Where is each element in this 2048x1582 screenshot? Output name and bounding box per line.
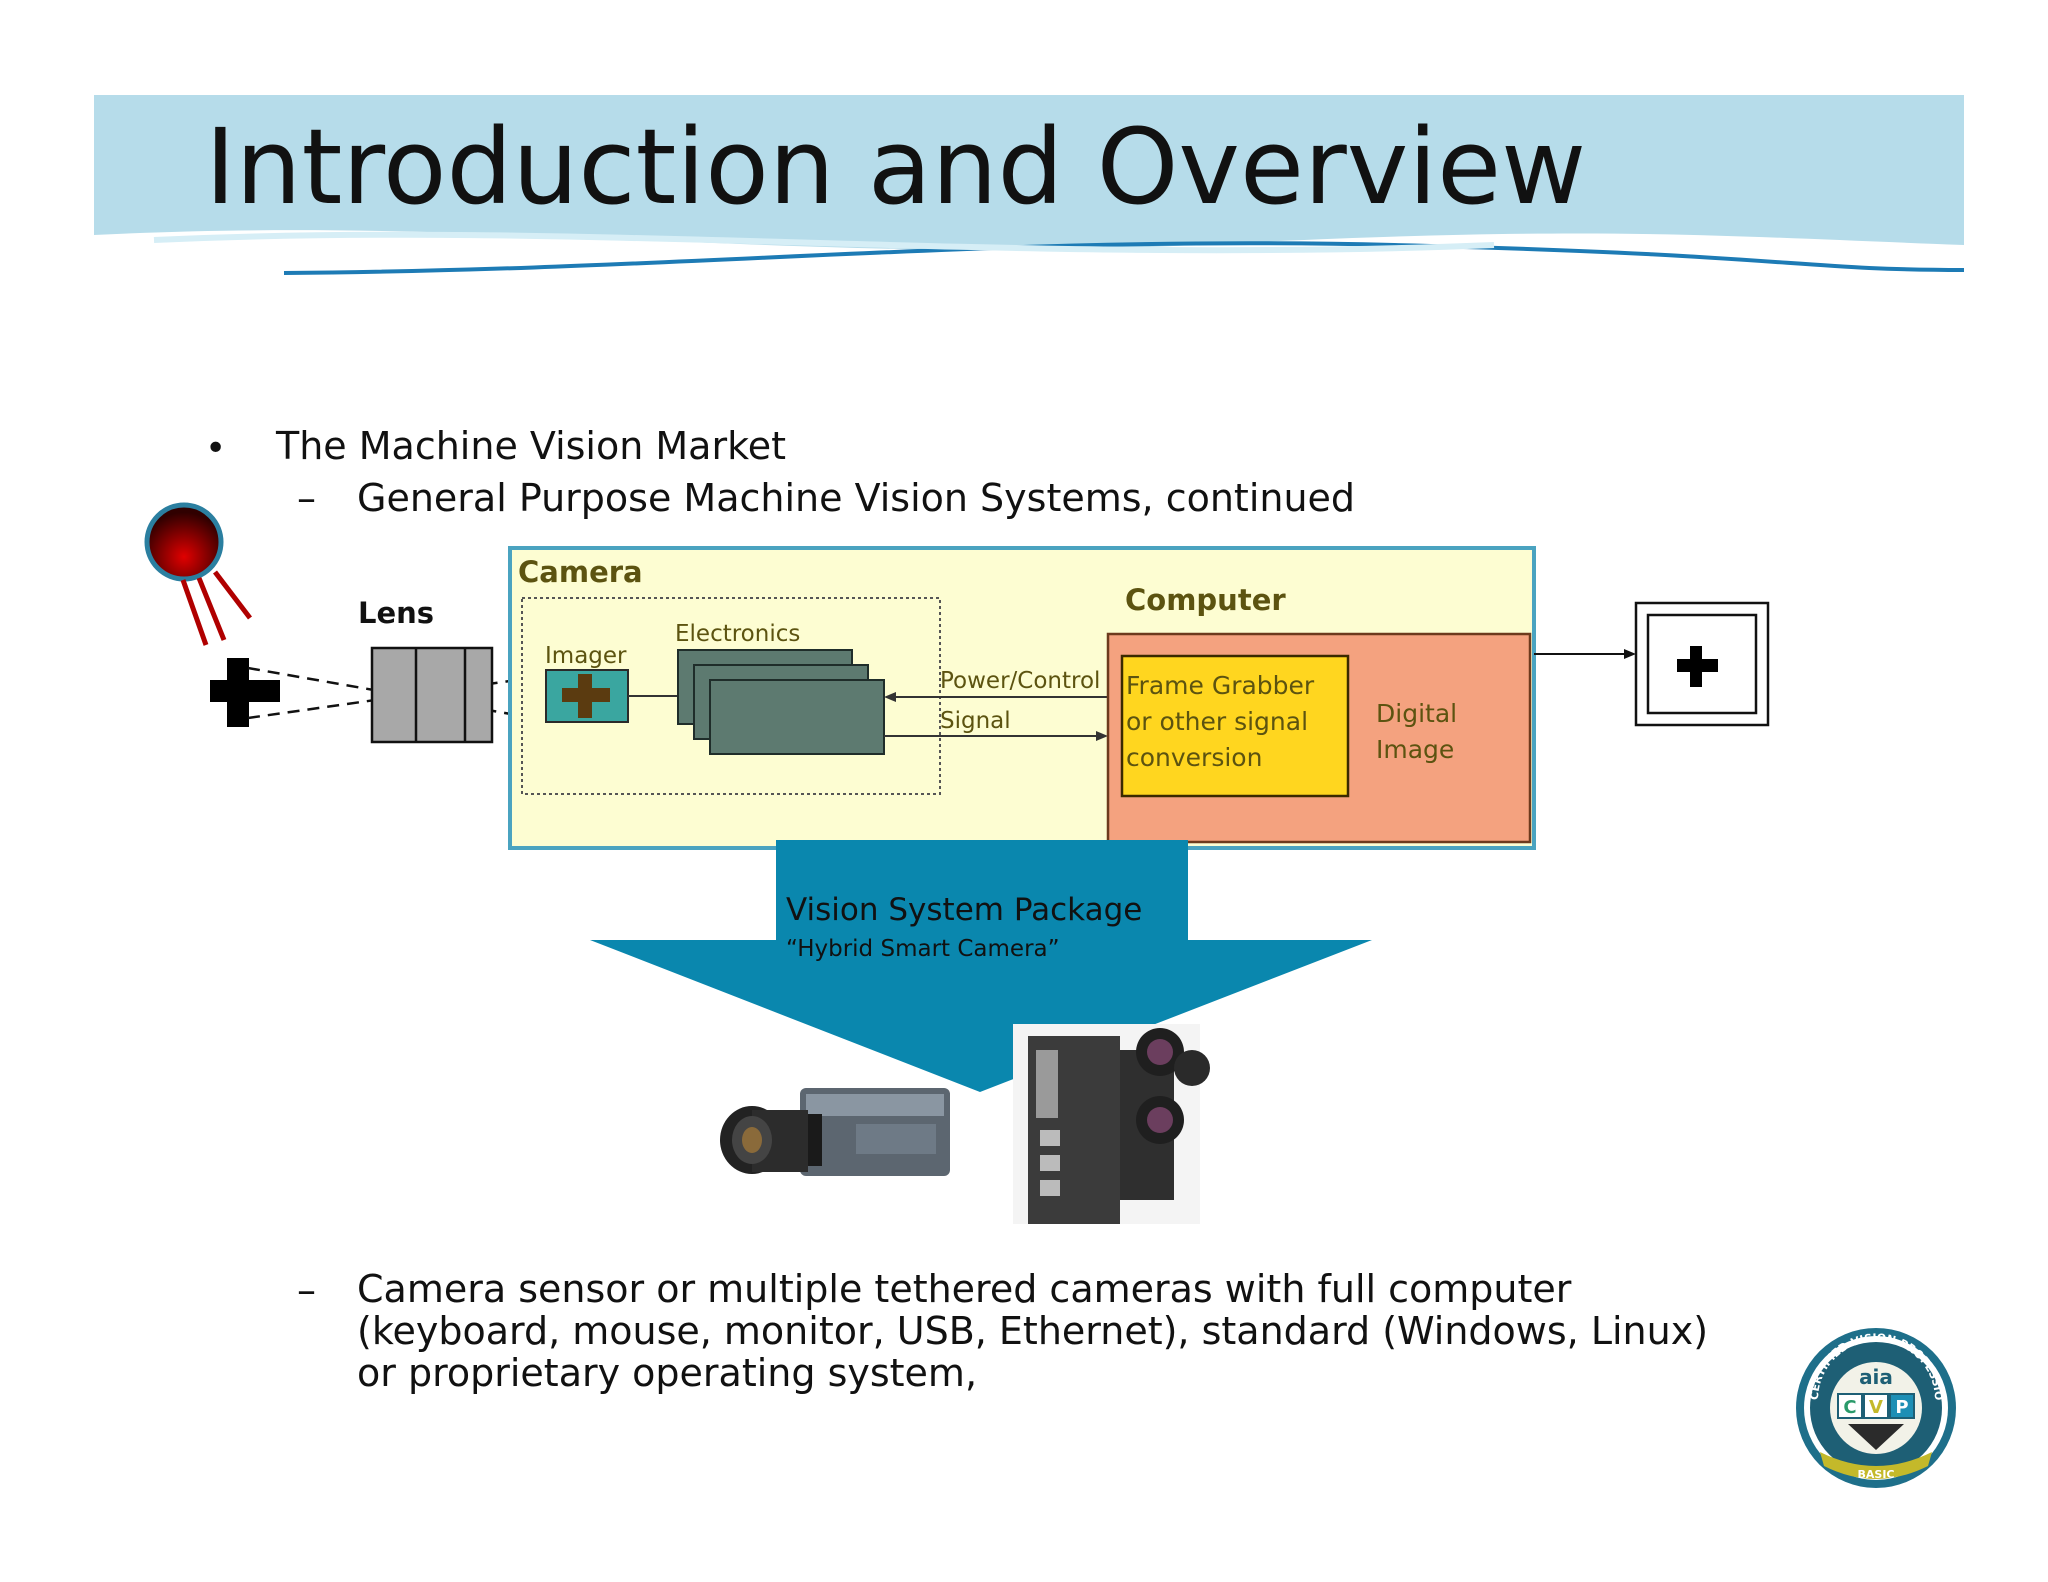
output-arrowhead xyxy=(1624,649,1636,659)
industrial-camera-photo xyxy=(720,1088,950,1176)
logo-brand: aia xyxy=(1859,1365,1893,1389)
vision-controller-photo xyxy=(1013,1024,1210,1224)
power-control-label: Power/Control xyxy=(940,668,1100,694)
digital-image-line-1: Digital xyxy=(1376,699,1457,728)
banner-background xyxy=(94,95,1964,255)
digital-image-line-2: Image xyxy=(1376,735,1454,764)
sub-bullet-marker: – xyxy=(297,476,316,520)
imager-label: Imager xyxy=(545,643,627,669)
sub-bullet-camera-sensor: Camera sensor or multiple tethered camer… xyxy=(357,1267,1709,1395)
banner-wave-line xyxy=(283,241,1964,275)
logo-letter-v: V xyxy=(1869,1397,1883,1418)
frame-grabber-line-3: conversion xyxy=(1126,743,1262,772)
header-banner xyxy=(94,95,1964,275)
frame-grabber-box xyxy=(1120,654,1350,798)
package-sublabel: “Hybrid Smart Camera” xyxy=(786,936,1060,962)
signal-label: Signal xyxy=(940,708,1011,734)
bullet-machine-vision-market: The Machine Vision Market xyxy=(276,424,787,468)
object-cross-icon xyxy=(210,658,280,727)
frame-grabber-line-2: or other signal xyxy=(1126,707,1308,736)
camera-label: Camera xyxy=(518,555,643,589)
electronics-label: Electronics xyxy=(675,621,800,647)
computer-label: Computer xyxy=(1125,583,1286,617)
lens-label: Lens xyxy=(358,596,434,630)
banner-wave-highlight xyxy=(153,231,1495,254)
logo-letter-c: C xyxy=(1843,1397,1856,1418)
slide-title: Introduction and Overview xyxy=(205,106,1587,228)
sub-bullet-marker-2: – xyxy=(297,1268,316,1312)
package-arrow xyxy=(590,840,1372,1092)
power-control-arrowhead xyxy=(884,692,896,702)
logo-level: BASIC xyxy=(1858,1468,1895,1481)
display-image-icon xyxy=(1634,601,1770,727)
imager-icon xyxy=(545,669,629,723)
electronics-boards-icon xyxy=(677,649,885,755)
bullet-marker: • xyxy=(205,428,227,469)
sub-bullet-general-purpose: General Purpose Machine Vision Systems, … xyxy=(357,476,1356,520)
package-label: Vision System Package xyxy=(786,892,1142,928)
logo-letter-p: P xyxy=(1895,1397,1908,1418)
lens-icon xyxy=(370,646,494,744)
frame-grabber-line-1: Frame Grabber xyxy=(1126,671,1315,700)
signal-arrowhead xyxy=(1096,731,1108,741)
banner-wave-white xyxy=(94,230,1964,275)
light-source-icon xyxy=(144,502,252,646)
